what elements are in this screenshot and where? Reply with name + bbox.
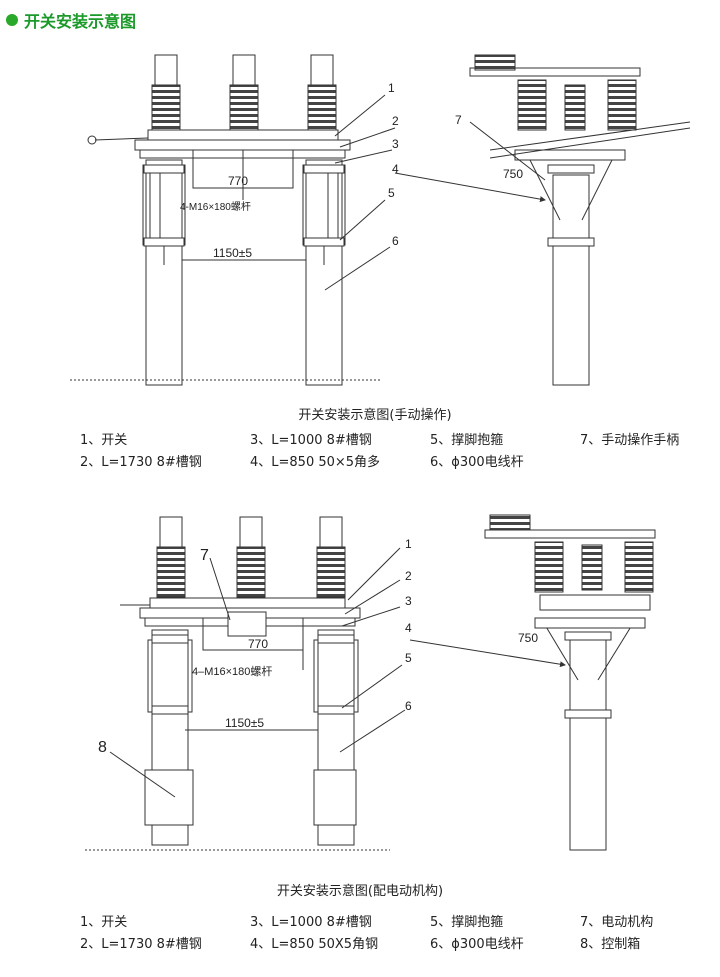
figure1-caption: 开关安装示意图(手动操作) [298, 408, 452, 423]
figure2-caption: 开关安装示意图(配电动机构) [276, 884, 444, 899]
header: 开关安装示意图 [6, 6, 136, 34]
fig1-label-7: 7 [455, 113, 462, 127]
figure1-front-view [70, 54, 396, 386]
legend-item: 6、ϕ300电线杆 [430, 937, 524, 952]
fig2-dim-750: 750 [518, 631, 538, 645]
legend-item: 7、手动操作手柄 [580, 433, 680, 448]
fig1-dim-1150: 1150±5 [213, 246, 252, 260]
legend-item: 1、开关 [80, 433, 128, 448]
figure1-side-view [394, 54, 691, 386]
fig1-label-6: 6 [392, 234, 399, 248]
page-title: 开关安装示意图 [24, 12, 137, 31]
legend-item: 3、L=1000 8#槽钢 [250, 433, 372, 448]
fig1-bolt-label: 4-M16×180螺杆 [180, 201, 251, 213]
fig2-label-7: 7 [200, 547, 209, 564]
insulator-1 [151, 54, 181, 131]
control-box [144, 769, 194, 826]
legend-item: 2、L=1730 8#槽钢 [80, 937, 202, 952]
legend-item: 4、L=850 50X5角钢 [250, 937, 379, 952]
fig2-dim-770: 770 [248, 637, 268, 651]
fig2-label-6: 6 [405, 699, 412, 713]
legend-item: 4、L=850 50×5角多 [250, 455, 381, 470]
fig2-label-5: 5 [405, 651, 412, 665]
legend-item: 7、电动机构 [580, 915, 654, 930]
fig2-label-8: 8 [98, 739, 107, 756]
legend-item: 2、L=1730 8#槽钢 [80, 455, 202, 470]
legend-item: 5、撑脚抱箍 [430, 915, 504, 930]
insulator-3 [307, 54, 337, 131]
fig1-label-5: 5 [388, 186, 395, 200]
fig1-label-4: 4 [392, 162, 399, 176]
legend-item: 6、ϕ300电线杆 [430, 455, 524, 470]
fig2-label-2: 2 [405, 569, 412, 583]
fig1-dim-770: 770 [228, 174, 248, 188]
fig1-label-1: 1 [388, 81, 395, 95]
legend-item: 8、控制箱 [580, 937, 641, 952]
fig1-label-2: 2 [392, 114, 399, 128]
figure1-legend: 1、开关 3、L=1000 8#槽钢 5、撑脚抱箍 7、手动操作手柄 2、L=1… [80, 430, 700, 474]
legend-item [580, 452, 700, 474]
fig2-dim-1150: 1150±5 [225, 716, 264, 730]
legend-item: 3、L=1000 8#槽钢 [250, 915, 372, 930]
legend-item: 5、撑脚抱箍 [430, 433, 504, 448]
insulator-2 [229, 54, 259, 131]
fig2-label-4: 4 [405, 621, 412, 635]
figure2-legend: 1、开关 3、L=1000 8#槽钢 5、撑脚抱箍 7、电动机构 2、L=173… [80, 912, 700, 956]
fig1-label-3: 3 [392, 137, 399, 151]
fig2-bolt-label: 4–M16×180螺杆 [192, 664, 272, 678]
legend-item: 1、开关 [80, 915, 128, 930]
fig2-label-1: 1 [405, 537, 412, 551]
figure2-front-view [85, 516, 406, 851]
fig1-dim-750: 750 [503, 167, 523, 181]
fig2-label-3: 3 [405, 594, 412, 608]
green-bullet-icon [6, 14, 18, 26]
figure2-side-view [409, 514, 656, 851]
